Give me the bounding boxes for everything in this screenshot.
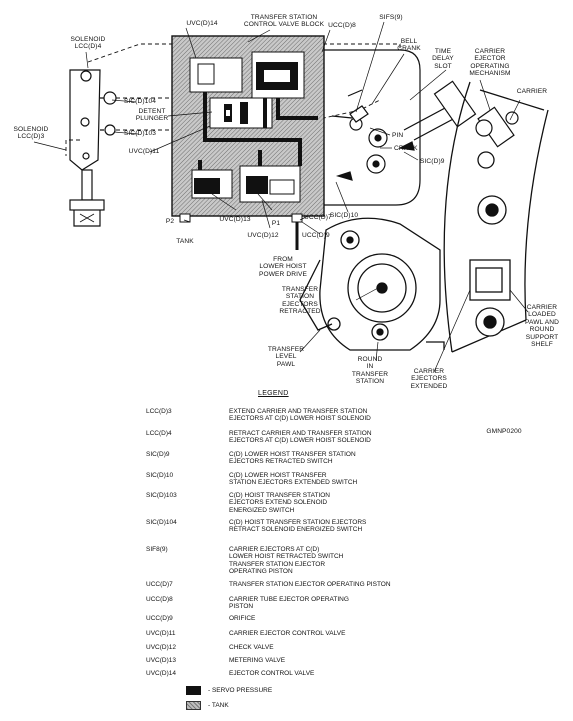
legend-code: SIF8(9) (146, 546, 168, 553)
label-bell-crank: BELL CRANK (397, 38, 421, 53)
label-transfer-ejectors-retracted: TRANSFER STATION EJECTORS RETRACTED (279, 286, 321, 316)
label-p1: P1 (271, 220, 281, 227)
label-detent-plunger: DETENT PLUNGER (135, 108, 169, 123)
label-sic9: SIC(D)9 (420, 158, 445, 165)
legend-code: LCC(D)4 (146, 430, 172, 437)
label-solenoid-lcc4: SOLENOID LCC(D)4 (70, 36, 106, 51)
legend-code: UCC(D)8 (146, 596, 173, 603)
legend-code: LCC(D)3 (146, 408, 172, 415)
label-uvc13: UVC(D)13 (219, 216, 251, 223)
tank-swatch (186, 701, 201, 710)
label-uvc11: UVC(D)11 (128, 148, 160, 155)
legend-desc: C(D) LOWER HOIST TRANSFER STATION EJECTO… (229, 451, 356, 466)
legend-code: UCC(D)7 (146, 581, 173, 588)
servo-pressure-label: - SERVO PRESSURE (208, 687, 273, 694)
label-carrier-loaded-pawl: CARRIER LOADED PAWL AND ROUND SUPPORT SH… (525, 304, 559, 349)
legend-desc: C(D) HOIST TRANSFER STATION EJECTORS RET… (229, 519, 367, 534)
legend-desc: C(D) LOWER HOIST TRANSFER STATION EJECTO… (229, 472, 358, 487)
label-tank: TANK (176, 238, 194, 245)
legend-desc: EJECTOR CONTROL VALVE (229, 670, 315, 677)
legend-code: UCC(D)9 (146, 615, 173, 622)
legend-code: SIC(D)103 (146, 492, 177, 499)
label-ucc8: UCC(D)8 (328, 22, 356, 29)
control-valve-block (171, 35, 325, 250)
label-p2: P2 (165, 218, 175, 225)
leader-lines (33, 21, 529, 373)
ejector-schematic-diagram (33, 21, 549, 373)
legend-code: SIC(D)9 (146, 451, 170, 458)
legend-desc: CARRIER TUBE EJECTOR OPERATING PISTON (229, 596, 349, 611)
legend-desc: C(D) HOIST TRANSFER STATION EJECTORS EXT… (229, 492, 330, 514)
carrier-body (443, 81, 549, 353)
legend-desc: TRANSFER STATION EJECTOR OPERATING PISTO… (229, 581, 391, 588)
label-carrier: CARRIER (516, 88, 548, 95)
carrier-ejector-mechanism (433, 80, 519, 148)
legend-desc: METERING VALVE (229, 657, 286, 664)
legend-title: LEGEND (258, 390, 289, 397)
label-ucc9: UCC(D)9 (302, 232, 330, 239)
label-from-lower-hoist: FROM LOWER HOIST POWER DRIVE (259, 256, 307, 278)
legend-code: UVC(D)14 (146, 670, 176, 677)
label-solenoid-lcc3: SOLENOID LCC(D)3 (13, 126, 49, 141)
label-pin: PIN (392, 132, 404, 139)
label-round-in-transfer: ROUND IN TRANSFER STATION (351, 356, 389, 386)
legend-code: SIC(D)10 (146, 472, 174, 479)
legend-code: UVC(D)12 (146, 644, 176, 651)
legend-desc: ORIFICE (229, 615, 256, 622)
label-carrier-ejector-mechanism: CARRIER EJECTOR OPERATING MECHANISM (469, 48, 511, 78)
label-time-delay-slot: TIME DELAY SLOT (432, 48, 454, 70)
label-sic10: SIC(D)10 (329, 212, 359, 219)
label-crank: CRANK (394, 145, 418, 152)
legend-desc: EXTEND CARRIER AND TRANSFER STATION EJEC… (229, 408, 371, 423)
label-sic103: SIC(D)103 (123, 130, 157, 137)
label-sic104: SIC(D)104 (123, 98, 157, 105)
servo-pressure-swatch (186, 686, 201, 695)
label-transfer-level-pawl: TRANSFER LEVEL PAWL (267, 346, 305, 368)
tank-label: - TANK (208, 702, 229, 709)
legend-desc: CARRIER EJECTOR CONTROL VALVE (229, 630, 346, 637)
legend-code: UVC(D)13 (146, 657, 176, 664)
label-uvc12: UVC(D)12 (247, 232, 279, 239)
label-carrier-ejectors-extended: CARRIER EJECTORS EXTENDED (410, 368, 448, 390)
legend-desc: CHECK VALVE (229, 644, 274, 651)
label-transfer-valve-block: TRANSFER STATION CONTROL VALVE BLOCK (243, 14, 325, 29)
solenoid-lever-assembly (69, 69, 117, 227)
label-sifs9: SIFS(9) (379, 14, 403, 21)
legend-desc: RETRACT CARRIER AND TRANSFER STATION EJE… (229, 430, 372, 445)
legend-code: SIC(D)104 (146, 519, 177, 526)
legend-code: UVC(D)11 (146, 630, 176, 637)
ejector-linkage-frame (324, 49, 471, 206)
transfer-station (299, 217, 445, 351)
legend-desc: CARRIER EJECTORS AT C(D) LOWER HOIST RET… (229, 546, 344, 575)
label-uvc14: UVC(D)14 (186, 20, 218, 27)
label-ucc7: UCC(D)7 (304, 214, 332, 221)
label-figure-id: GMNP0200 (486, 428, 522, 435)
